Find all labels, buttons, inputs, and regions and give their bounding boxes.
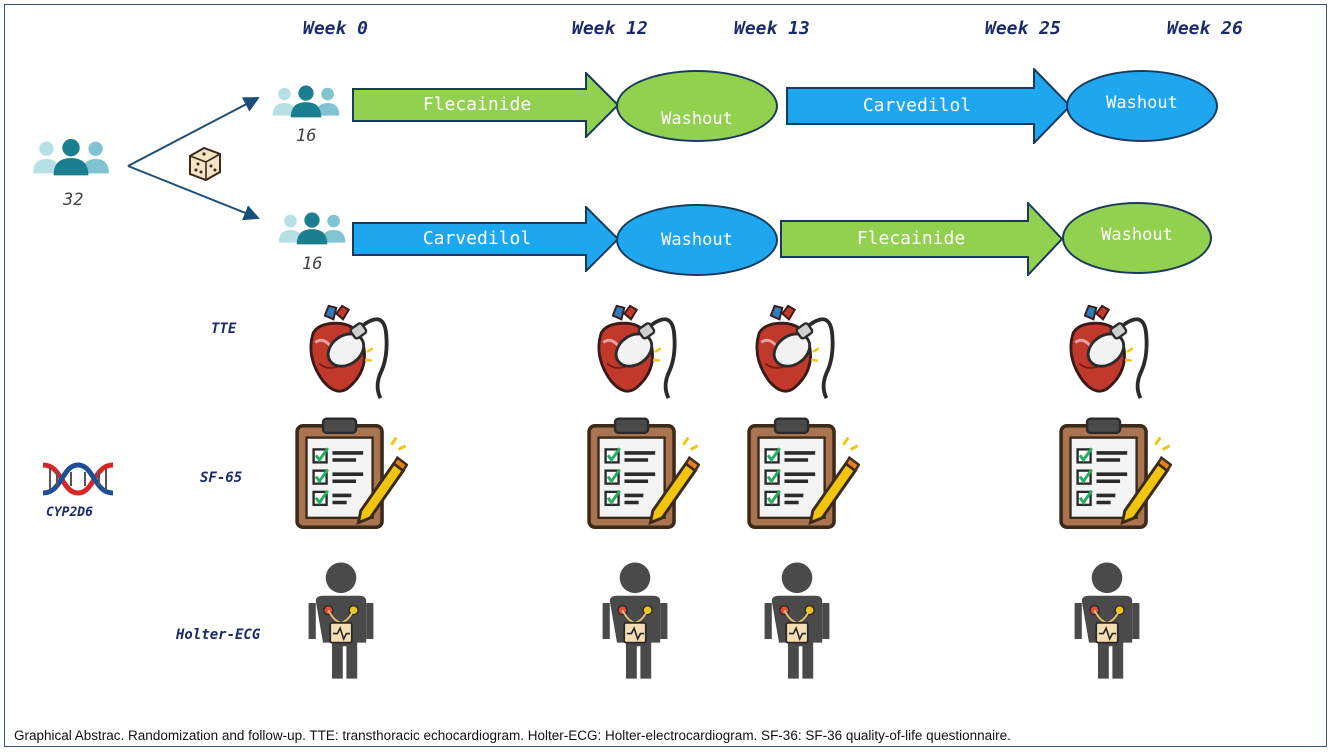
heart-echo-icon [742, 304, 838, 400]
group-b-washout2-ellipse: Washout [1062, 202, 1212, 274]
clipboard-pencil-icon [290, 414, 408, 532]
group-b-count: 16 [302, 254, 323, 274]
holter-row-label: Holter-ECG [176, 627, 261, 643]
total-participants-count: 32 [63, 190, 84, 210]
group-b-phase1-label: Carvedilol [422, 228, 532, 249]
week-25-label: Week 25 [985, 18, 1061, 39]
group-a-phase1-arrow: Flecainide [352, 72, 620, 138]
heart-echo-icon [296, 304, 392, 400]
week-26-label: Week 26 [1167, 18, 1243, 39]
tte-row-label: TTE [211, 321, 237, 337]
heart-echo-icon [584, 304, 680, 400]
group-a-phase2-arrow: Carvedilol [786, 68, 1072, 144]
group-a-washout2-ellipse: Washout [1066, 70, 1218, 142]
group-a-washout1-ellipse: Washout [616, 70, 778, 142]
genetic-label: CYP2D6 [46, 505, 93, 520]
group-a-count: 16 [296, 126, 317, 146]
group-b-phase2-arrow: Flecainide [780, 202, 1064, 276]
clipboard-pencil-icon [742, 414, 860, 532]
group-b-people-icon [276, 212, 348, 248]
group-a-phase2-label: Carvedilol [862, 95, 972, 116]
group-a-people-icon [270, 85, 342, 121]
people-group-icon [30, 138, 112, 180]
holter-person-icon [590, 556, 680, 686]
holter-person-icon [1062, 556, 1152, 686]
group-a-washout2-label: Washout [1106, 93, 1178, 113]
group-b-washout2-label: Washout [1101, 225, 1173, 245]
holter-person-icon [752, 556, 842, 686]
clipboard-pencil-icon [1054, 414, 1172, 532]
group-b-washout1-label: Washout [661, 230, 733, 250]
group-b-phase2-label: Flecainide [856, 228, 966, 249]
group-b-phase1-arrow: Carvedilol [352, 206, 620, 272]
group-b-washout1-ellipse: Washout [616, 204, 778, 276]
heart-echo-icon [1056, 304, 1152, 400]
figure-frame [4, 4, 1327, 747]
dna-icon [42, 462, 114, 496]
holter-person-icon [296, 556, 386, 686]
week-12-label: Week 12 [572, 18, 648, 39]
week-0-label: Week 0 [303, 18, 369, 39]
group-a-phase1-label: Flecainide [422, 94, 532, 115]
week-13-label: Week 13 [734, 18, 810, 39]
sf-row-label: SF-65 [200, 470, 243, 486]
dice-icon [189, 146, 221, 182]
group-a-washout1-label: Washout [661, 109, 733, 129]
figure-caption: Graphical Abstrac. Randomization and fol… [14, 728, 1011, 743]
clipboard-pencil-icon [582, 414, 700, 532]
randomization-arrows [127, 97, 260, 221]
